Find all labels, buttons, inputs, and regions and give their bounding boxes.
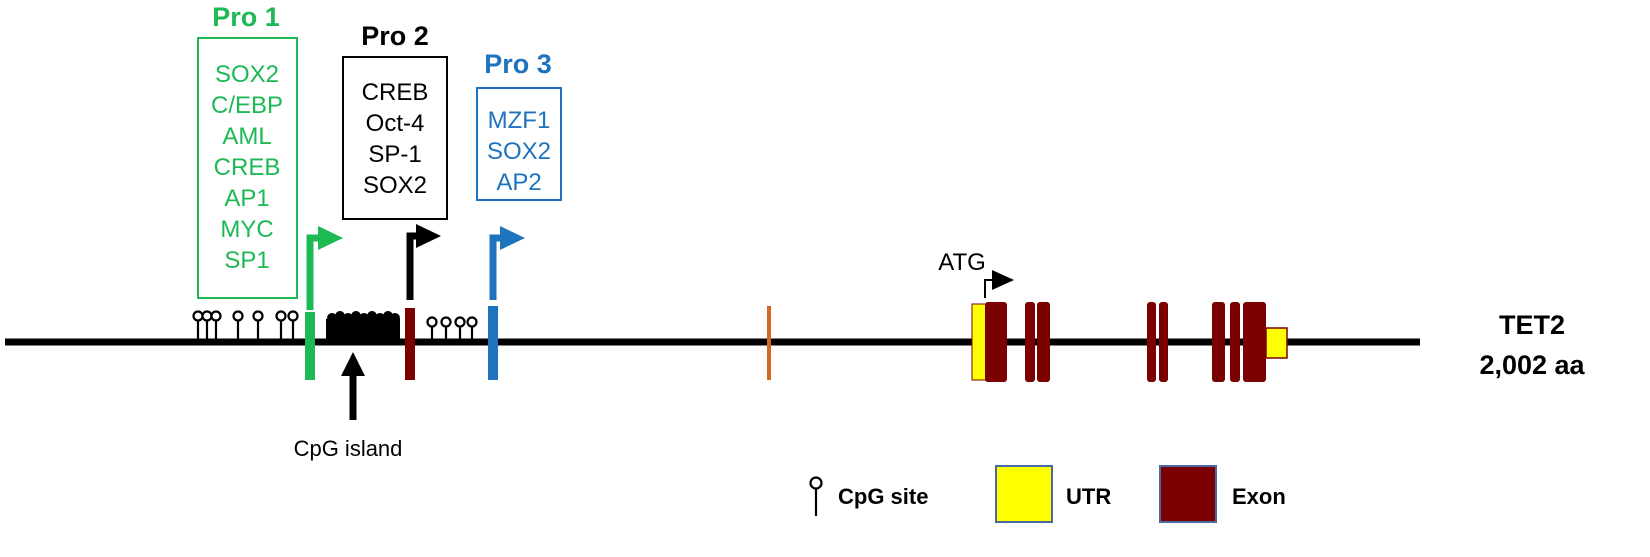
exon (1037, 302, 1050, 382)
pro1-factor: AML (222, 123, 271, 150)
legend-cpg-site-label: CpG site (838, 484, 928, 509)
cpg-site-icon (287, 310, 299, 340)
pro1-title: Pro 1 (212, 2, 280, 32)
exon (1159, 302, 1168, 382)
atg-arrowhead-icon (992, 270, 1014, 290)
pro2-arrow-icon (406, 232, 418, 300)
cpg-site-icon (454, 316, 466, 340)
pro3-factor-box (476, 87, 562, 201)
orange-exon-marker (767, 306, 771, 380)
legend-utr-swatch (995, 465, 1053, 523)
exon (985, 302, 1007, 382)
pro2-exon-marker (405, 308, 415, 380)
pro3-arrow-icon (489, 234, 502, 300)
promoter-1: Pro 1 SOX2 C/EBP AML CREB AP1 MYC SP1 (197, 2, 343, 380)
exon (1147, 302, 1156, 382)
gene-name: TET2 (1499, 310, 1565, 340)
legend-exon-label: Exon (1232, 484, 1286, 509)
pro3-title: Pro 3 (484, 49, 552, 79)
utr-5prime (971, 303, 987, 381)
atg-arrow-icon (984, 279, 994, 298)
exon (1025, 302, 1035, 382)
atg-label: ATG (938, 249, 986, 276)
pro3-exon-marker (488, 306, 498, 380)
pro2-title: Pro 2 (361, 21, 429, 51)
pro3-factor: AP2 (496, 169, 541, 196)
exon (1243, 302, 1266, 382)
cpg-site-icon (232, 310, 244, 340)
up-arrowhead-icon (341, 352, 365, 376)
cpg-site-icon (201, 310, 213, 340)
pro2-factor-box (342, 56, 448, 220)
pro1-factor: CREB (214, 154, 281, 181)
cpg-island-pointer: CpG island (294, 352, 403, 461)
promoter-2: Pro 2 CREB Oct-4 SP-1 SOX2 (342, 21, 448, 380)
pro1-factor: AP1 (224, 185, 269, 212)
legend-cpg-site-icon (809, 476, 823, 516)
legend: CpG site UTR Exon (809, 465, 1286, 523)
pro3-arrowhead-icon (500, 226, 525, 250)
promoter-3: Pro 3 MZF1 SOX2 AP2 (476, 49, 562, 380)
legend-exon-swatch (1159, 465, 1217, 523)
pro2-factor: CREB (362, 79, 429, 106)
pro2-factor: Oct-4 (366, 110, 425, 137)
pro1-factor: C/EBP (211, 92, 283, 119)
cpg-site-icon (275, 310, 287, 340)
pro2-factor: SP-1 (368, 141, 421, 168)
pro1-factor: MYC (220, 216, 273, 243)
utr-3prime (1265, 327, 1288, 359)
pro3-factor: SOX2 (487, 138, 551, 165)
cpg-site-icon (192, 310, 204, 340)
pro1-exon-marker (305, 312, 315, 380)
coding-exons: ATG (938, 249, 1288, 382)
pro1-arrowhead-icon (318, 226, 343, 250)
pro3-factor: MZF1 (488, 107, 551, 134)
gene-length: 2,002 aa (1479, 350, 1585, 380)
cpg-island-cluster (326, 311, 400, 343)
pro2-factor: SOX2 (363, 172, 427, 199)
pro1-factor: SP1 (224, 247, 269, 274)
cpg-island-label: CpG island (294, 436, 403, 461)
cpg-site-icon (210, 310, 222, 340)
exon (1212, 302, 1225, 382)
legend-utr-label: UTR (1066, 484, 1111, 509)
cpg-site-icon (440, 316, 452, 340)
pro2-arrowhead-icon (416, 224, 441, 248)
pro1-factor: SOX2 (215, 61, 279, 88)
cpg-sites (192, 310, 478, 340)
cpg-site-icon (252, 310, 264, 340)
cpg-site-icon (426, 316, 438, 340)
cpg-site-icon (466, 316, 478, 340)
pro1-factor-box (197, 37, 298, 299)
exon (1230, 302, 1240, 382)
